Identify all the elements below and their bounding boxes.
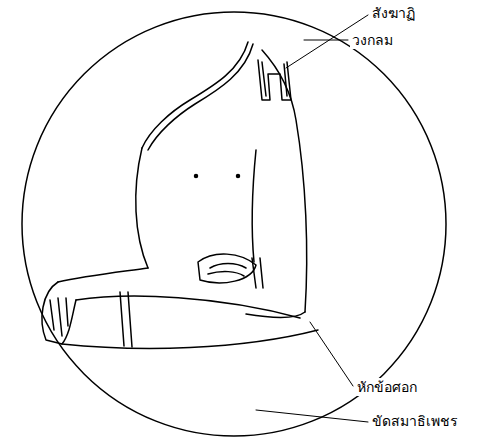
robe-edge (148, 44, 253, 150)
nipple (195, 175, 198, 178)
right-arm-inner (252, 150, 256, 262)
part-label: วงกลม (350, 31, 395, 49)
right-arm (262, 50, 307, 312)
left-hand (42, 282, 76, 344)
part-label: ขัดสมาธิเพชร (370, 412, 460, 430)
leg (62, 330, 318, 348)
bracelet (252, 258, 263, 288)
robe-edge (142, 42, 248, 148)
leader-line (310, 322, 353, 386)
left-fingers (50, 298, 68, 336)
frame-circle (22, 12, 446, 436)
part-label: หักข้อศอก (355, 378, 419, 396)
left-arm (136, 148, 148, 268)
leg (76, 296, 300, 318)
left-forearm (58, 268, 148, 282)
anklet (120, 292, 132, 347)
nipple (237, 175, 240, 178)
fingers (208, 264, 246, 277)
leader-line (304, 40, 348, 41)
leader-line (256, 410, 368, 422)
right-hand (198, 254, 256, 283)
part-label: สังฆาฏิ (370, 4, 417, 22)
